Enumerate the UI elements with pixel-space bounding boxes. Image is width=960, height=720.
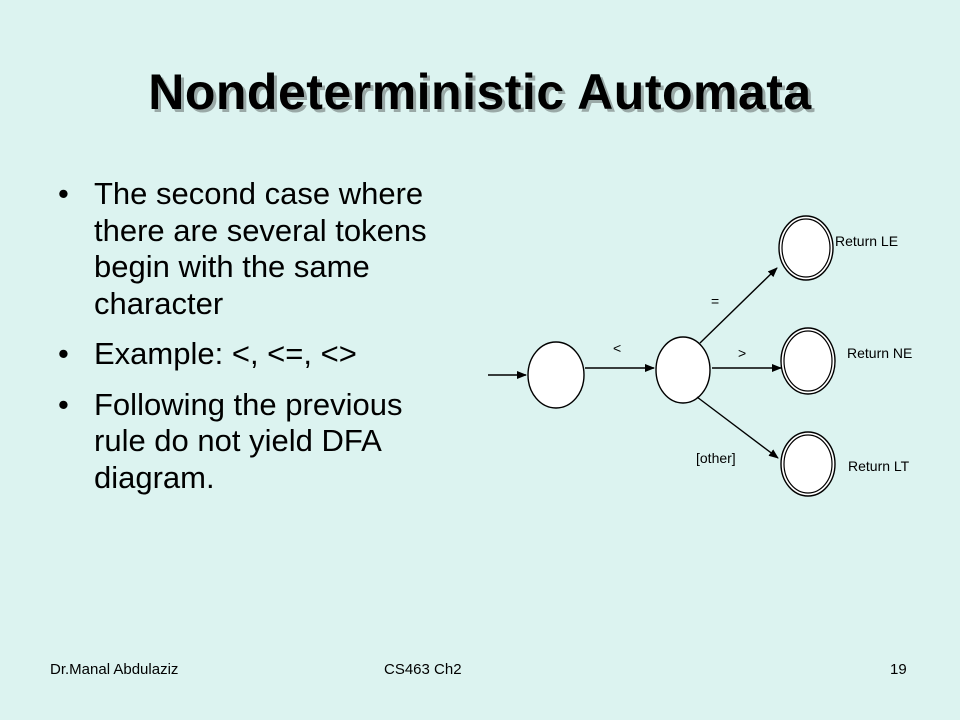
- bullet-dot: •: [58, 176, 69, 211]
- bullet-item: • The second case where there are severa…: [56, 176, 456, 322]
- start-state: [527, 341, 585, 409]
- bullet-list: • The second case where there are severa…: [56, 176, 456, 510]
- state-label-le: Return LE: [835, 233, 898, 249]
- middle-state: [655, 336, 711, 404]
- final-state-lt: [780, 431, 836, 497]
- edge-label-greater-than: >: [738, 345, 746, 361]
- bullet-item: • Following the previous rule do not yie…: [56, 387, 456, 497]
- bullet-text: Example: <, <=, <>: [94, 336, 357, 371]
- edge-label-less-than: <: [613, 340, 621, 356]
- footer-page-number: 19: [890, 661, 907, 678]
- footer-course: CS463 Ch2: [384, 661, 462, 678]
- edge-label-equals: =: [711, 293, 719, 309]
- bullet-dot: •: [58, 386, 69, 422]
- bullet-text: Following the previous rule do not yield…: [94, 386, 403, 495]
- edge-label-other: [other]: [696, 450, 736, 466]
- state-label-ne: Return NE: [847, 345, 912, 361]
- slide-title: Nondeterministic Automata: [148, 64, 812, 120]
- final-state-le: [778, 215, 834, 281]
- state-label-lt: Return LT: [848, 458, 910, 474]
- automaton-diagram: < = > [other] Return LE Return NE Return…: [488, 215, 912, 497]
- footer-author: Dr.Manal Abdulaziz: [50, 661, 179, 678]
- bullet-dot: •: [58, 336, 69, 371]
- bullet-text: The second case where there are several …: [94, 176, 427, 321]
- transition-to-lt: [696, 396, 779, 459]
- bullet-item: • Example: <, <=, <>: [56, 336, 456, 373]
- final-state-ne: [780, 327, 836, 395]
- transition-to-le: [699, 267, 778, 344]
